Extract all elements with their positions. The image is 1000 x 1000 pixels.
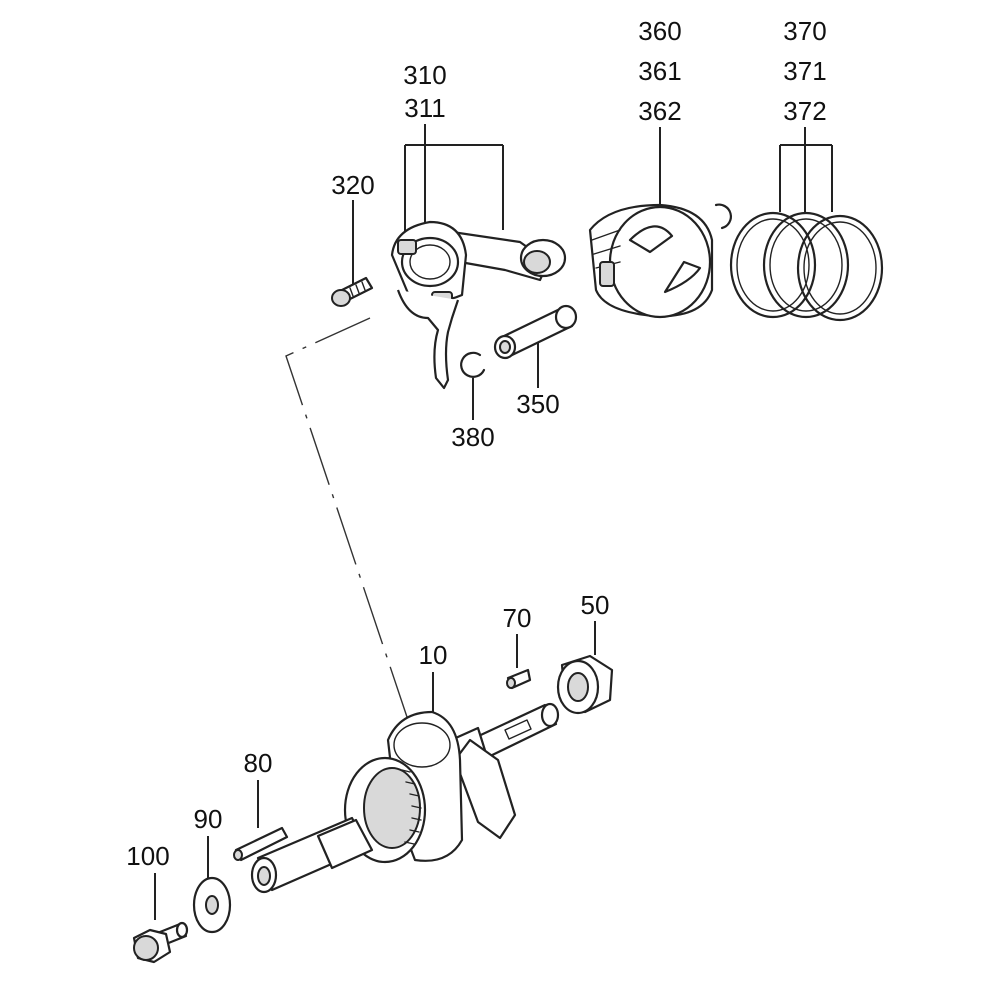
label-310: 310	[403, 60, 446, 90]
label-371: 371	[783, 56, 826, 86]
label-362: 362	[638, 96, 681, 126]
leader-310	[404, 124, 504, 240]
piston	[588, 203, 714, 319]
label-370: 370	[783, 16, 826, 46]
dowel-pin	[233, 826, 289, 862]
label-50: 50	[581, 590, 610, 620]
label-10: 10	[419, 640, 448, 670]
piston-clip-right	[714, 203, 732, 230]
label-360: 360	[638, 16, 681, 46]
label-311: 311	[404, 93, 445, 123]
piston-pin	[493, 304, 578, 360]
label-100: 100	[126, 841, 169, 871]
piston-rings	[729, 211, 884, 322]
flange-nut	[556, 654, 614, 715]
piston-ring-1	[729, 211, 817, 319]
label-380: 380	[451, 422, 494, 452]
label-70: 70	[503, 603, 532, 633]
label-372: 372	[783, 96, 826, 126]
alignment-line	[285, 317, 409, 721]
leader-lines	[154, 124, 833, 920]
hex-bolt	[132, 921, 189, 964]
label-361: 361	[638, 56, 681, 86]
piston-pin-clip	[460, 351, 486, 378]
connecting-rod-bolt	[331, 276, 374, 307]
label-320: 320	[331, 170, 374, 200]
leader-370	[779, 127, 833, 212]
connecting-rod	[390, 220, 567, 390]
washer	[192, 876, 232, 934]
label-90: 90	[194, 804, 223, 834]
crankshaft	[250, 702, 560, 894]
woodruff-key	[506, 668, 532, 690]
label-80: 80	[244, 748, 273, 778]
label-350: 350	[516, 389, 559, 419]
piston-ring-3	[796, 214, 884, 322]
piston-ring-2	[762, 211, 850, 319]
